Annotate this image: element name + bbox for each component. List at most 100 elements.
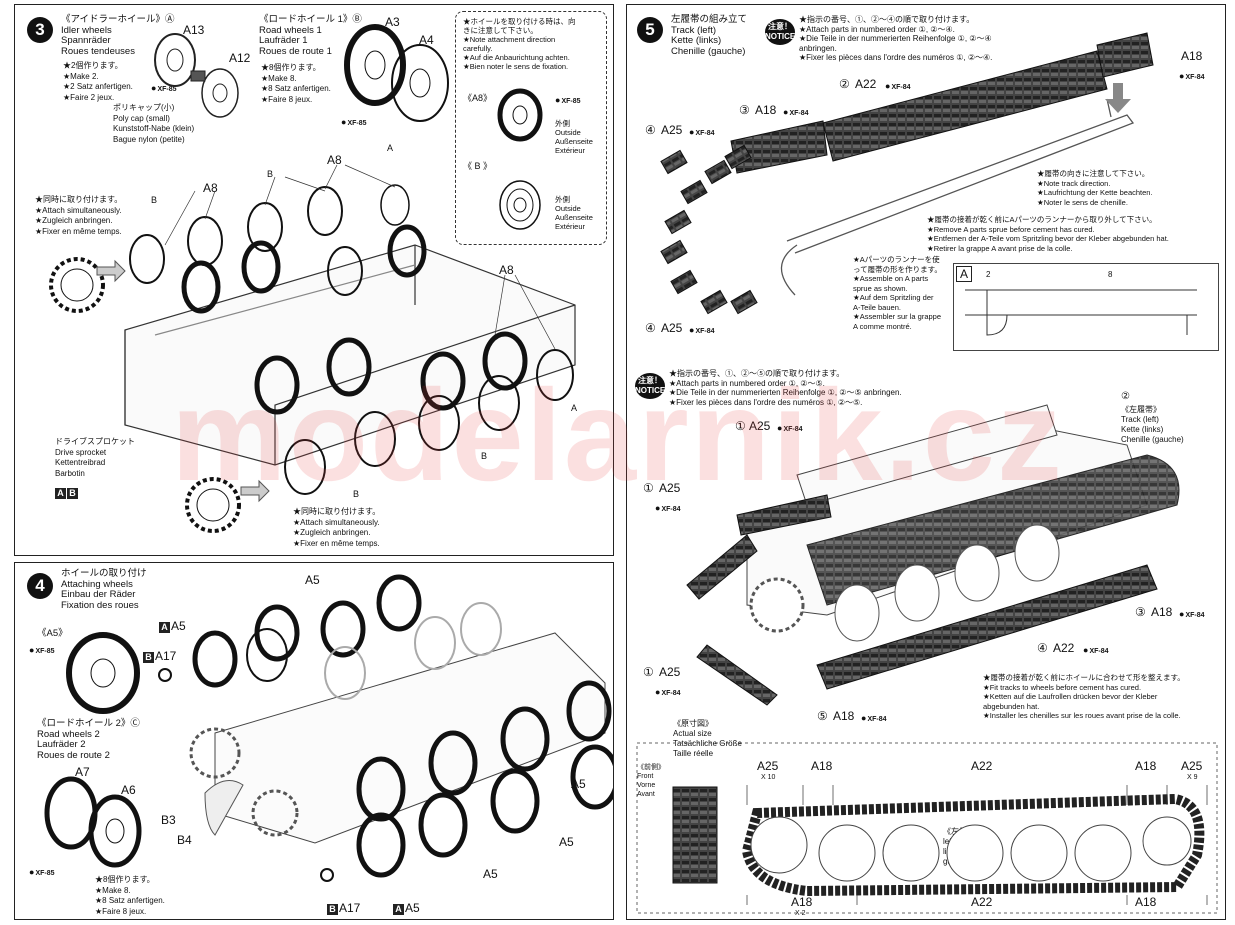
step5-num-4a: ④: [645, 123, 656, 137]
a8-detail-title: 《A8》: [463, 93, 493, 103]
step3-number: 3: [27, 17, 53, 43]
track-left-label: 《左履帯》 Track (left) Kette (links) Chenill…: [1121, 405, 1184, 444]
step5-panel: 5 左履帯の組み立て Track (left) Kette (links) Ch…: [626, 4, 1226, 920]
sprue-num-2: 2: [986, 270, 991, 279]
track-segment-top-icon: [730, 32, 1154, 174]
paint-xf85-road2: XF-85: [29, 867, 54, 877]
step4-number: 4: [27, 573, 53, 599]
paint-xf85-road: XF-85: [341, 117, 366, 127]
step4-drawing: [44, 574, 613, 882]
notice-order-2: ★指示の番号、①、②～⑤の順で取り付けます。 ★Attach parts in …: [669, 369, 902, 407]
step5-num-3b: ③: [1135, 605, 1146, 619]
step5-num-1c: ①: [643, 481, 654, 495]
paint-xf84-a18-mid: XF-84: [783, 107, 808, 117]
paint-xf84-a18-5: XF-84: [861, 713, 886, 723]
step5-num-2b: ②: [1121, 391, 1130, 402]
simultaneous-note-2: ★同時に取り付けます。 ★Attach simultaneously. ★Zug…: [293, 507, 381, 548]
front-label: 《前側》 Front Vorne Avant: [637, 764, 665, 798]
track-side-view-icon: [741, 793, 1205, 897]
actual-a22-bottom: A22: [971, 895, 993, 909]
actual-x10: X 10: [761, 774, 776, 781]
part-a22-top: A22: [855, 77, 877, 91]
paint-xf84-a25-bottom: XF-84: [689, 325, 714, 335]
part-a18-mid: A18: [755, 103, 777, 117]
notice-badge-2: 注意！ NOTICE: [635, 373, 665, 399]
a5-detail-title: 《A5》: [37, 628, 68, 639]
part-a12: A12: [229, 51, 251, 65]
part-b-3: B: [481, 451, 488, 461]
paint-xf84-a25-1c: XF-84: [655, 503, 680, 513]
remove-sprue-note: ★履帯の接着が乾く前にAパーツのランナーから取り外して下さい。 ★Remove …: [927, 215, 1169, 253]
actual-x2: X 2: [795, 910, 806, 917]
part-a18-5: A18: [833, 709, 855, 723]
part-a8-3: A8: [499, 263, 514, 277]
step5-num-4b: ④: [645, 321, 656, 335]
polycap-label: ポリキャップ(小) Poly cap (small) Kunststoff-Na…: [113, 103, 195, 144]
actual-a25-right: A25: [1181, 759, 1203, 773]
actual-a25-left: A25: [757, 759, 779, 773]
paint-xf85-a8: XF-85: [555, 95, 580, 105]
paint-xf84-a18-3b: XF-84: [1179, 609, 1204, 619]
sprocket-label: ドライブスプロケット Drive sprocket Kettentreibrad…: [55, 437, 135, 478]
b-outside: 外側 Outside Außenseite Extérieur: [555, 195, 593, 231]
part-a25-bottom: A25: [661, 321, 683, 335]
paint-xf84-a25-1d: XF-84: [655, 687, 680, 697]
part-a4: A4: [419, 33, 434, 47]
step4-title: ホイールの取り付け Attaching wheels Einbau der Rä…: [61, 568, 147, 611]
part-b-2: B: [267, 169, 274, 179]
notice-badge-1: 注意！ NOTICE: [765, 19, 795, 45]
notice-order-1: ★指示の番号、①、②～④の順で取り付けます。 ★Attach parts in …: [799, 15, 993, 62]
part-a18-3b: A18: [1151, 605, 1173, 619]
part-a25-top: A25: [661, 123, 683, 137]
step5-num-2a: ②: [839, 77, 850, 91]
paint-xf85-a5: XF-85: [29, 645, 54, 655]
step3-drawing: [49, 24, 576, 533]
idler-wheel-icon: [154, 33, 239, 118]
actual-size-label: 《原寸図》 Actual size Tatsächliche Größe Tai…: [673, 719, 742, 758]
part-box-a-a5-bottom: A: [393, 904, 404, 915]
attach-note-box: [455, 11, 607, 245]
road-wheel-2-icon: [44, 776, 142, 868]
drive-sprocket-icon: [49, 257, 241, 533]
attach-note: ★ホイールを取り付ける時は、向 きに注意して下さい。 ★Note attachm…: [463, 17, 576, 71]
step5-num-1d: ①: [643, 665, 654, 679]
step4-panel: 4 ホイールの取り付け Attaching wheels Einbau der …: [14, 562, 614, 920]
actual-a18-bottom-right: A18: [1135, 895, 1157, 909]
part-a7: A7: [75, 765, 90, 779]
a8-outside: 外側 Outside Außenseite Extérieur: [555, 119, 593, 155]
part-a5-2: A5: [483, 867, 498, 881]
part-box-b-a17: B: [143, 652, 154, 663]
step3-panel: 3 《アイドラーホイール》Ⓐ Idler wheels Spannräder R…: [14, 4, 614, 556]
sprue-a-box: A 2 8: [953, 263, 1219, 351]
paint-xf84-a18-top: XF-84: [1179, 71, 1204, 81]
step5-num-1b: ①: [735, 419, 746, 433]
part-a25-1b: A25: [749, 419, 771, 433]
track-lower-run-icon: [686, 494, 1158, 706]
part-a8-2: A8: [327, 153, 342, 167]
actual-x9: X 9: [1187, 774, 1198, 781]
part-a18-top: A18: [1181, 49, 1203, 63]
part-b-4: B: [353, 489, 360, 499]
part-a-1: A: [387, 143, 394, 153]
paint-xf84-a22-4c: XF-84: [1083, 645, 1108, 655]
part-b-1: B: [151, 195, 158, 205]
sprue-a-label: A: [956, 266, 972, 282]
idler-title: 《アイドラーホイール》Ⓐ Idler wheels Spannräder Rou…: [61, 14, 175, 57]
road1-make: ★8個作ります。 ★Make 8. ★8 Satz anfertigen. ★F…: [261, 63, 331, 104]
road-wheel-pair-icon: [344, 24, 449, 122]
part-a8-1: A8: [203, 181, 218, 195]
actual-a18-right: A18: [1135, 759, 1157, 773]
fit-tracks-note: ★履帯の接着が乾く前にホイールに合わせて形を整えます。 ★Fit tracks …: [983, 673, 1185, 720]
track-upper-run-icon: [806, 454, 1180, 606]
part-a-2: A: [571, 403, 578, 413]
part-box-a: A: [55, 488, 66, 499]
a5-wheel-icon: [66, 632, 140, 714]
part-a5-1: A5: [305, 573, 320, 587]
part-box-a-a5: A: [159, 622, 170, 633]
part-a25-1d: A25: [659, 665, 681, 679]
paint-xf84-a25-top: XF-84: [689, 127, 714, 137]
step5-num-5: ⑤: [817, 709, 828, 723]
part-a5-bottom: A5: [405, 901, 420, 915]
